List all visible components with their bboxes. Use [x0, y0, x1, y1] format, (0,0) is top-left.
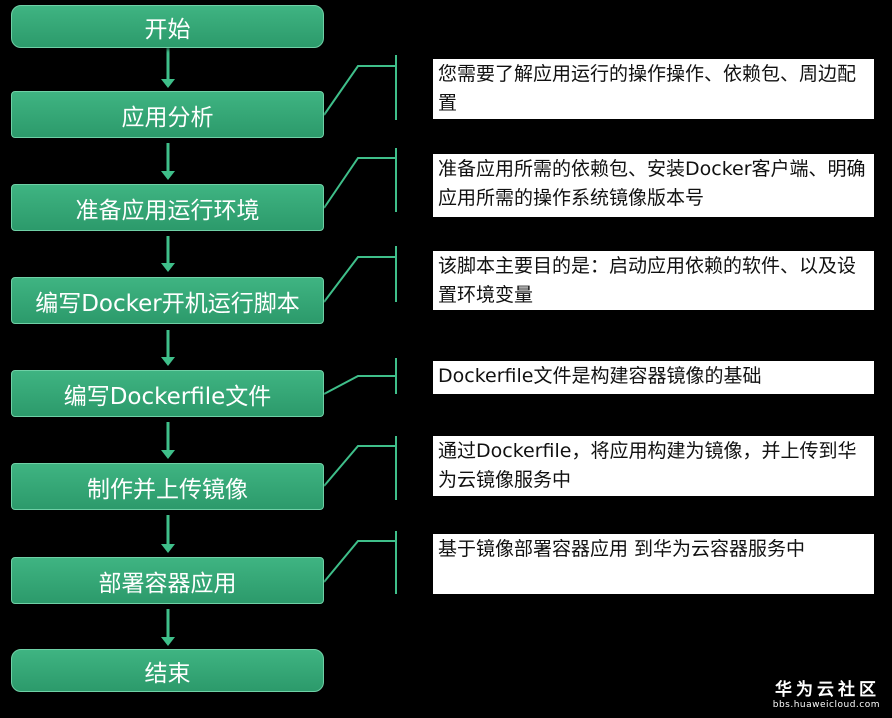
note-startup-script: 该脚本主要目的是：启动应用依赖的软件、以及设置环境变量 — [433, 251, 874, 310]
step-label: 编写Docker开机运行脚本 — [35, 290, 300, 317]
note-deploy: 基于镜像部署容器应用 到华为云容器服务中 — [433, 534, 874, 594]
step-label: 结束 — [144, 660, 191, 687]
step-label: 部署容器应用 — [98, 570, 237, 597]
watermark-title: 华为云社区 — [775, 680, 880, 700]
watermark: 华为云社区 bbs.huaweicloud.com — [773, 675, 880, 710]
step-label: 编写Dockerfile文件 — [63, 383, 272, 410]
step-write-startup-script: 编写Docker开机运行脚本 — [11, 277, 324, 324]
watermark-url: bbs.huaweicloud.com — [772, 700, 880, 710]
step-label: 开始 — [144, 16, 191, 43]
note-prepare-env: 准备应用所需的依赖包、安装Docker客户端、明确应用所需的操作系统镜像版本号 — [433, 154, 874, 217]
step-app-analysis: 应用分析 — [11, 91, 324, 138]
step-prepare-env: 准备应用运行环境 — [11, 184, 324, 231]
note-dockerfile: Dockerfile文件是构建容器镜像的基础 — [433, 361, 874, 394]
step-label: 准备应用运行环境 — [75, 197, 260, 224]
note-app-analysis: 您需要了解应用运行的操作操作、依赖包、周边配置 — [433, 59, 874, 119]
note-build-upload: 通过Dockerfile，将应用构建为镜像，并上传到华为云镜像服务中 — [433, 436, 874, 496]
step-start: 开始 — [11, 5, 324, 48]
step-end: 结束 — [11, 649, 324, 692]
step-label: 制作并上传镜像 — [87, 476, 248, 503]
step-deploy-app: 部署容器应用 — [11, 557, 324, 604]
step-build-upload-image: 制作并上传镜像 — [11, 463, 324, 510]
step-write-dockerfile: 编写Dockerfile文件 — [11, 370, 324, 417]
step-label: 应用分析 — [121, 104, 214, 131]
